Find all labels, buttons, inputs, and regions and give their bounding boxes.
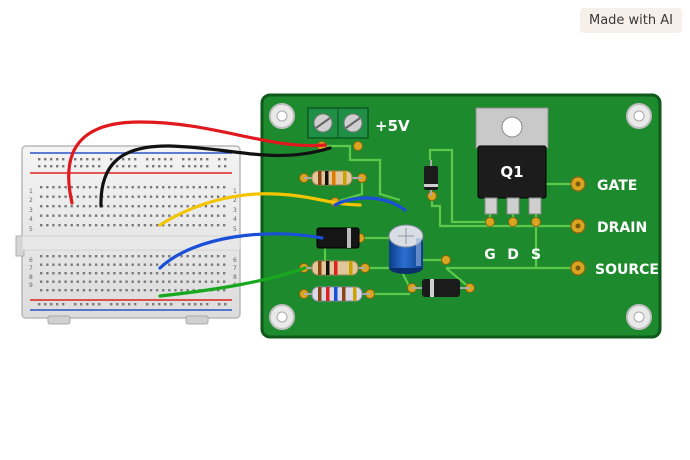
capacitor-c1 bbox=[388, 224, 424, 274]
breadboard-row-number: 2 bbox=[29, 197, 33, 204]
breadboard-row-number: 1 bbox=[29, 188, 33, 195]
terminal-label-drain: DRAIN bbox=[597, 220, 647, 236]
transistor-q1 bbox=[475, 107, 549, 215]
power-label: +5V bbox=[375, 117, 410, 135]
breadboard-row-number: 7 bbox=[29, 265, 33, 272]
jumper-wires bbox=[67, 120, 407, 298]
pcb-board: +5V bbox=[260, 93, 662, 339]
pin-label-g: G bbox=[484, 247, 496, 263]
breadboard-row-number: 4 bbox=[233, 216, 237, 223]
made-with-ai-badge: Made with AI bbox=[579, 8, 682, 33]
breadboard-row-number: 6 bbox=[29, 257, 33, 264]
breadboard-row-number: 8 bbox=[233, 274, 237, 281]
mounting-hole-top-left bbox=[269, 103, 295, 129]
breadboard-row-number: 8 bbox=[29, 274, 33, 281]
breadboard-row-number: 7 bbox=[233, 265, 237, 272]
breadboard-holes bbox=[38, 186, 227, 306]
breadboard-row-number: 3 bbox=[233, 207, 237, 214]
pin-label-d: D bbox=[507, 247, 519, 263]
terminal-label-gate: GATE bbox=[597, 178, 637, 194]
center-channel bbox=[21, 235, 241, 251]
breadboard-row-number: 3 bbox=[29, 207, 33, 214]
resistor-r2 bbox=[304, 260, 365, 276]
wire-red bbox=[67, 120, 327, 205]
transistor-label: Q1 bbox=[500, 163, 523, 181]
mounting-hole-bottom-left bbox=[269, 304, 295, 330]
breadboard-row-number: 9 bbox=[29, 282, 33, 289]
terminal-label-source: SOURCE bbox=[595, 262, 659, 278]
resistor-r1 bbox=[304, 170, 362, 186]
breadboard-row-number: 2 bbox=[233, 197, 237, 204]
breadboard-row-number: 5 bbox=[29, 226, 33, 233]
breadboard-row-number: 6 bbox=[233, 257, 237, 264]
top-rail-holes bbox=[38, 158, 227, 168]
screw-right bbox=[343, 113, 363, 133]
breadboard-row-number: 5 bbox=[233, 226, 237, 233]
breadboard-row-number: 1 bbox=[233, 188, 237, 195]
diode-d2 bbox=[412, 279, 470, 297]
wire-green bbox=[158, 266, 307, 298]
screw-terminal bbox=[307, 107, 369, 139]
resistor-r3 bbox=[304, 286, 370, 302]
wire-black bbox=[99, 144, 332, 208]
breadboard-row-number: 4 bbox=[29, 216, 33, 223]
wire-blue-short bbox=[333, 196, 407, 212]
pin-label-s: S bbox=[531, 247, 541, 263]
diode-d1 bbox=[424, 160, 438, 196]
screw-left bbox=[313, 113, 333, 133]
mounting-hole-bottom-right bbox=[626, 304, 652, 330]
wire-blue bbox=[158, 232, 324, 270]
mounting-hole-top-right bbox=[626, 103, 652, 129]
